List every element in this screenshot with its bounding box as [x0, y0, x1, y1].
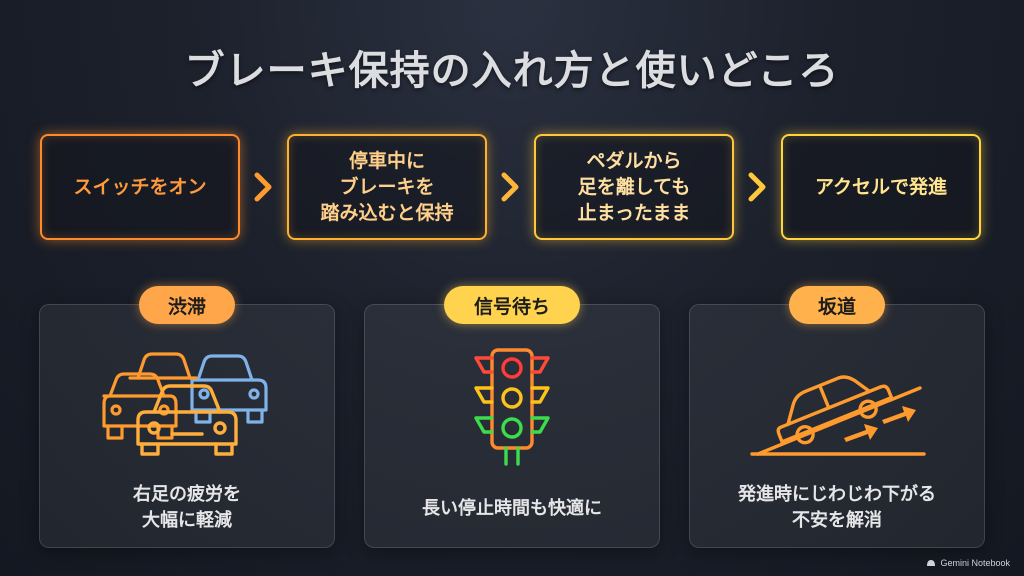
- page-title: ブレーキ保持の入れ方と使いどころ: [184, 48, 840, 94]
- card-signal-wait: [364, 304, 660, 548]
- caption-1-line-2: 大幅に軽減: [142, 510, 232, 532]
- step-2-line-1: 停車中に: [348, 149, 425, 172]
- notebook-logo-icon: [927, 560, 936, 566]
- caption-traffic-jam: 右足の疲労を 大幅に軽減: [39, 482, 335, 534]
- step-release-pedal: ペダルから 足を離しても 止まったまま: [534, 134, 734, 240]
- traffic-light-icon: [474, 348, 550, 466]
- step-3-line-1: ペダルから: [586, 149, 682, 172]
- step-3-line-2: 足を離しても: [577, 175, 691, 198]
- caption-slope: 発進時にじわじわ下がる 不安を解消: [689, 482, 985, 534]
- caption-3-line-1: 発進時にじわじわ下がる: [738, 484, 936, 505]
- step-press-brake: 停車中に ブレーキを 踏み込むと保持: [287, 134, 487, 240]
- caption-signal-wait: 長い停止時間も快適に: [364, 496, 660, 522]
- caption-2-line-1: 長い停止時間も快適に: [422, 498, 602, 519]
- chevron-right-icon: [748, 172, 766, 202]
- tag-slope: 坂道: [789, 286, 885, 324]
- traffic-jam-cars-icon: [102, 352, 268, 456]
- step-switch-on: スイッチをオン: [40, 134, 240, 240]
- card-slope: [689, 304, 985, 548]
- step-3-line-3: 止まったまま: [577, 202, 691, 225]
- caption-1-line-1: 右足の疲労を: [133, 484, 241, 505]
- brand-footer: Gemini Notebook: [926, 558, 1010, 568]
- card-traffic-jam: [39, 304, 335, 548]
- tag-traffic-jam: 渋滞: [139, 286, 235, 324]
- tag-signal-wait: 信号待ち: [444, 286, 580, 324]
- step-2-line-3: 踏み込むと保持: [320, 202, 454, 225]
- chevron-right-icon: [254, 172, 272, 202]
- caption-3-line-2: 不安を解消: [792, 510, 882, 532]
- chevron-right-icon: [501, 172, 519, 202]
- brand-label: Gemini Notebook: [940, 558, 1010, 568]
- step-4-line-1: アクセルで発進: [814, 175, 948, 198]
- step-accelerate: アクセルで発進: [781, 134, 981, 240]
- car-on-slope-icon: [750, 375, 926, 456]
- step-1-line-1: スイッチをオン: [73, 175, 207, 198]
- step-2-line-2: ブレーキを: [339, 175, 435, 198]
